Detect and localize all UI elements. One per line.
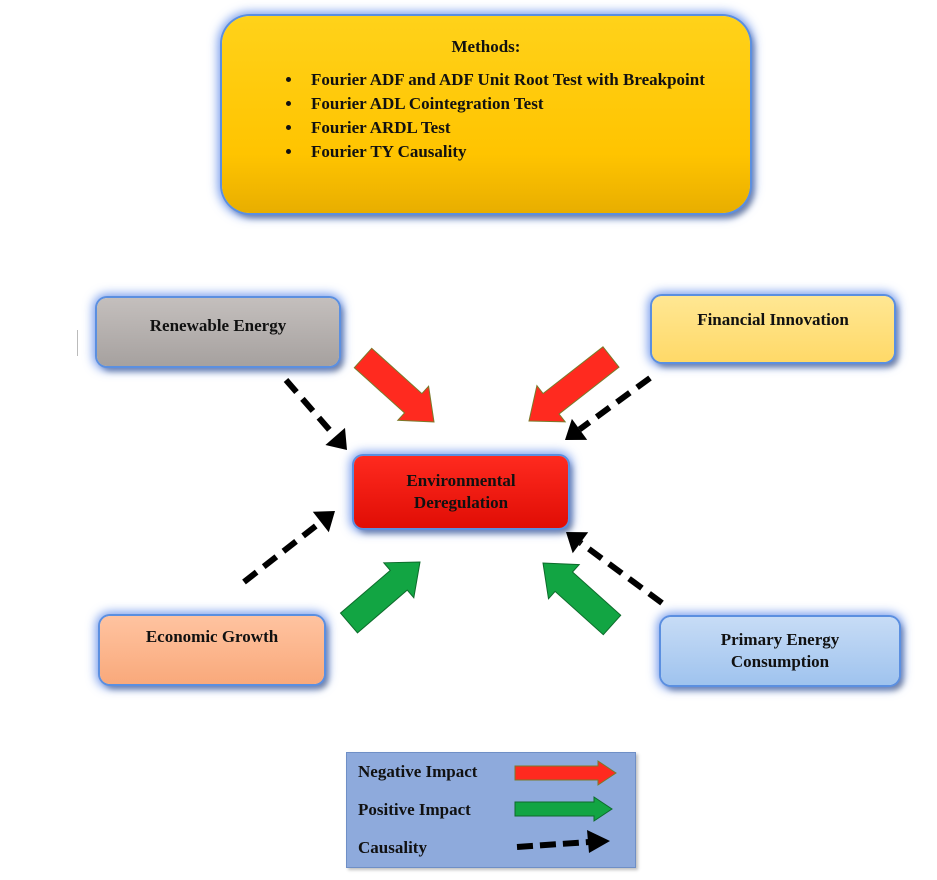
negative-arrow-financial xyxy=(528,346,620,423)
renewable-energy-label: Renewable Energy xyxy=(149,316,287,335)
causality-dash-line xyxy=(283,378,338,439)
negative-arrow-renewable xyxy=(353,347,435,423)
environmental-deregulation-label: Environmental Deregulation xyxy=(406,470,515,514)
legend-positive-arrow xyxy=(514,796,613,822)
causality-arrow-head xyxy=(566,532,589,554)
legend-negative-label: Negative Impact xyxy=(358,762,478,781)
methods-title: Methods: xyxy=(451,37,521,56)
economic-growth-node: Economic Growth xyxy=(100,616,324,684)
legend-causality-arrow xyxy=(516,830,610,853)
causality-arrow-head xyxy=(312,511,335,533)
method-item: Fourier TY Causality xyxy=(303,140,730,164)
methods-box: Methods: Fourier ADF and ADF Unit Root T… xyxy=(222,16,750,213)
method-item: Fourier ADF and ADF Unit Root Test with … xyxy=(303,68,730,92)
methods-list: Fourier ADF and ADF Unit Root Test with … xyxy=(272,68,730,164)
causality-arrow-head xyxy=(587,830,610,853)
causality-arrow-financial xyxy=(565,375,652,440)
legend-positive-label: Positive Impact xyxy=(358,800,471,819)
legend-causality-label: Causality xyxy=(358,838,427,857)
center-label-line1: Environmental xyxy=(406,471,516,490)
method-item: Fourier ADL Cointegration Test xyxy=(303,92,730,116)
causality-arrow-head xyxy=(565,418,588,440)
renewable-energy-node: Renewable Energy xyxy=(97,298,339,366)
economic-growth-label: Economic Growth xyxy=(145,627,279,646)
environmental-deregulation-node: Environmental Deregulation xyxy=(354,456,568,528)
causality-arrow-renewable xyxy=(283,378,347,450)
legend-negative-arrow xyxy=(514,760,617,786)
legend: Negative Impact Positive Impact Causalit… xyxy=(346,752,636,868)
primary-label-line2: Consumption xyxy=(730,652,830,671)
causality-arrow-head xyxy=(325,427,347,450)
causality-dash-line xyxy=(516,839,590,850)
primary-energy-consumption-label: Primary Energy Consumption xyxy=(721,629,840,673)
primary-label-line1: Primary Energy xyxy=(720,630,840,649)
legend-swatches xyxy=(514,760,617,853)
method-item: Fourier ARDL Test xyxy=(303,116,730,140)
causality-dash-line xyxy=(242,519,323,585)
financial-innovation-label: Financial Innovation xyxy=(697,310,849,329)
causality-dash-line xyxy=(578,540,664,606)
financial-innovation-node: Financial Innovation xyxy=(652,296,894,362)
causality-arrow-economic xyxy=(242,511,335,585)
causality-arrow-primary xyxy=(566,532,664,606)
edge-line xyxy=(77,330,78,356)
primary-energy-consumption-node: Primary Energy Consumption xyxy=(661,617,899,685)
causality-dash-line xyxy=(577,375,652,432)
positive-arrow-primary xyxy=(542,562,622,636)
positive-arrow-economic xyxy=(339,561,421,634)
center-label-line2: Deregulation xyxy=(413,493,509,512)
